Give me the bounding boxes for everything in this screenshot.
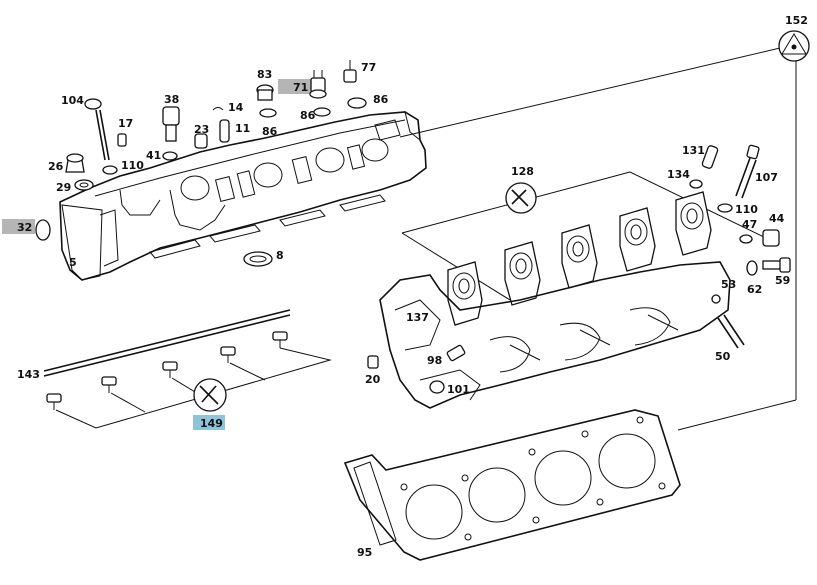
label-62: 62 <box>747 283 762 296</box>
label-41: 41 <box>146 149 161 162</box>
label-110-left: 110 <box>121 159 144 172</box>
label-14: 14 <box>228 101 244 114</box>
lower-cylinder-head <box>379 261 731 409</box>
label-128: 128 <box>511 165 534 178</box>
label-107: 107 <box>755 171 778 184</box>
label-86-right: 86 <box>373 93 389 106</box>
label-95: 95 <box>357 546 372 559</box>
label-83: 83 <box>257 68 272 81</box>
label-53: 53 <box>721 278 736 291</box>
label-86-left: 86 <box>262 125 278 138</box>
label-101: 101 <box>447 383 470 396</box>
label-20: 20 <box>365 373 381 386</box>
label-86-mid: 86 <box>300 109 316 122</box>
label-152: 152 <box>785 14 808 27</box>
part-labels: 104 17 38 14 83 71 77 86 86 86 23 11 41 … <box>17 14 808 559</box>
label-134: 134 <box>667 168 690 181</box>
label-29: 29 <box>56 181 71 194</box>
cylinder-head <box>59 110 427 281</box>
label-11: 11 <box>235 122 250 135</box>
label-32: 32 <box>17 221 32 234</box>
highlight-box-71 <box>278 79 312 94</box>
label-98: 98 <box>427 354 442 367</box>
tool-128-icon <box>505 182 537 214</box>
tool-152-icon <box>778 30 810 62</box>
label-47: 47 <box>742 218 757 231</box>
label-26: 26 <box>48 160 64 173</box>
rocker-shaft-assembly <box>43 309 332 429</box>
label-131: 131 <box>682 144 705 157</box>
connector-lines <box>399 47 797 431</box>
label-59: 59 <box>775 274 790 287</box>
label-143: 143 <box>17 368 40 381</box>
label-137: 137 <box>406 311 429 324</box>
label-23: 23 <box>194 123 209 136</box>
label-50: 50 <box>715 350 731 363</box>
tool-149-icon <box>193 378 227 412</box>
label-77: 77 <box>361 61 376 74</box>
head-gasket <box>343 409 681 561</box>
label-5: 5 <box>69 256 77 269</box>
highlight-box-32 <box>2 219 35 234</box>
highlight-box-149 <box>193 415 225 430</box>
label-110-right: 110 <box>735 203 758 216</box>
label-71: 71 <box>293 81 308 94</box>
label-44: 44 <box>769 212 785 225</box>
label-17: 17 <box>118 117 133 130</box>
label-149: 149 <box>200 417 223 430</box>
label-8: 8 <box>276 249 284 262</box>
label-104: 104 <box>61 94 84 107</box>
head-small-parts <box>35 60 367 267</box>
right-fasteners <box>367 144 791 394</box>
label-38: 38 <box>164 93 179 106</box>
